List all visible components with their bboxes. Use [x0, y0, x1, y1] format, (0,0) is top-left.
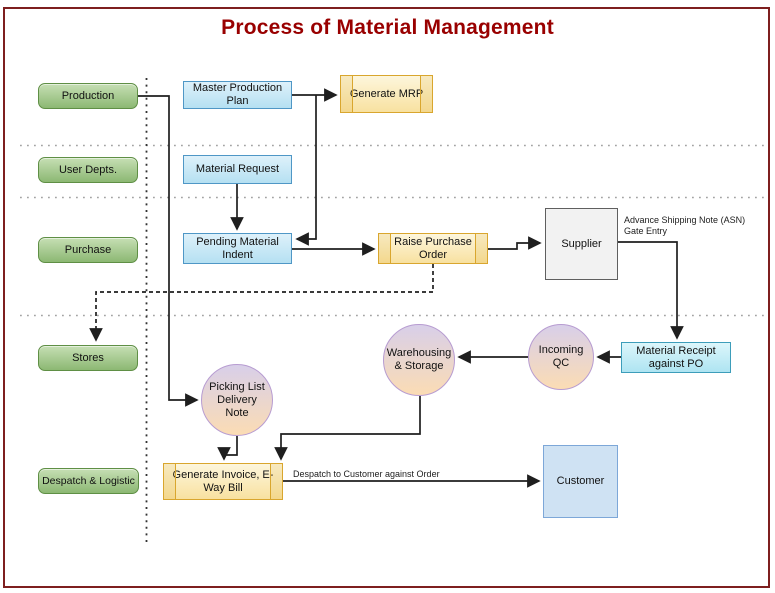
node-material-receipt-against-po: Material Receipt against PO [621, 342, 731, 373]
lane-purchase: Purchase [38, 237, 138, 263]
node-pending-material-indent: Pending Material Indent [183, 233, 292, 264]
connector-production-to-picking-list [138, 95, 199, 407]
lane-stores: Stores [38, 345, 138, 371]
asn-gate-entry-label: Advance Shipping Note (ASN) Gate Entry [624, 215, 759, 237]
node-master-production-plan: Master Production Plan [183, 81, 292, 109]
node-warehousing-storage: Warehousing & Storage [383, 324, 455, 396]
asn-label-line2: Gate Entry [624, 226, 668, 236]
connector-rpo-to-stores-dashed [89, 264, 434, 342]
asn-label-line1: Advance Shipping Note (ASN) [624, 215, 746, 225]
flowchart-title: Process of Material Management [221, 16, 554, 39]
connector-rpo-to-supplier [488, 236, 542, 250]
lane-user-depts: User Depts. [38, 157, 138, 183]
node-generate-mrp: Generate MRP [340, 75, 433, 113]
node-generate-invoice-eway-bill: Generate Invoice, E-Way Bill [163, 463, 283, 500]
lane-despatch-logistic: Despatch & Logistic [38, 468, 139, 494]
connector-warehousing-to-generate-invoice [274, 396, 421, 461]
node-customer: Customer [543, 445, 618, 518]
connector-picking-list-to-generate-invoice [217, 436, 238, 461]
node-material-request: Material Request [183, 155, 292, 184]
despatch-order-label: Despatch to Customer against Order [293, 469, 440, 479]
node-supplier: Supplier [545, 208, 618, 280]
node-raise-purchase-order: Raise Purchase Order [378, 233, 488, 264]
node-picking-list-delivery-note: Picking List Delivery Note [201, 364, 273, 436]
connector-mrp-branch-to-pending-indent [295, 95, 317, 246]
node-incoming-qc: Incoming QC [528, 324, 594, 390]
lane-production: Production [38, 83, 138, 109]
connector-supplier-to-material-receipt [618, 241, 684, 340]
